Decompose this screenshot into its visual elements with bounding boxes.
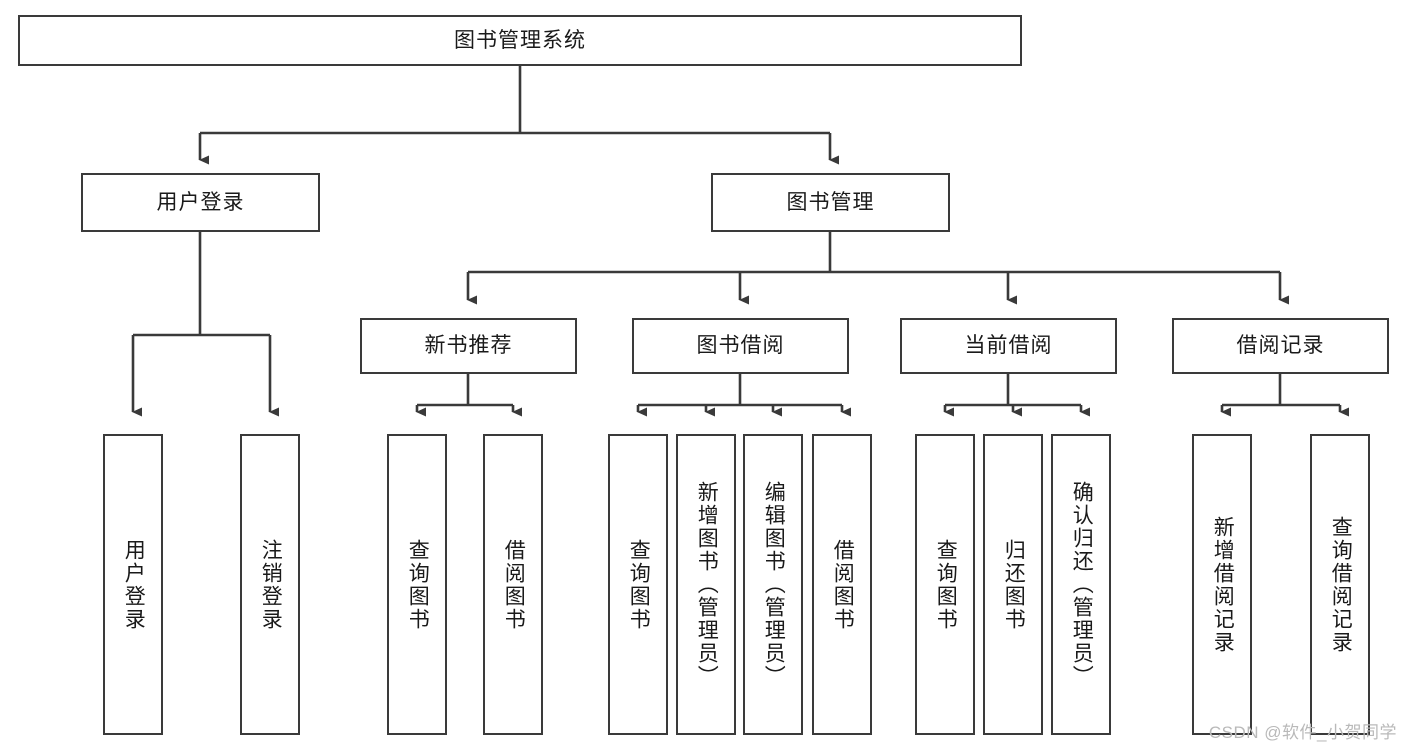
node-current-borrow[interactable]: 当前借阅 [900,318,1117,374]
node-label: 查询图书 [406,538,430,631]
leaf-borrow-book-recommend[interactable]: 借阅图书 [483,434,543,735]
leaf-query-borrow-record[interactable]: 查询借阅记录 [1310,434,1370,735]
node-book-management[interactable]: 图书管理 [711,173,950,232]
leaf-edit-book[interactable]: 编辑图书（管理员） [743,434,803,735]
node-label: 新书推荐 [424,334,513,358]
node-label: 当前借阅 [964,334,1053,358]
node-label: 查询图书 [627,538,651,631]
node-label: 借阅图书 [831,538,855,631]
watermark-text: CSDN @软件_小贺同学 [1208,723,1397,742]
node-label: 新增图书（管理员） [695,481,719,688]
node-label: 确认归还（管理员） [1070,481,1094,688]
leaf-add-borrow-record[interactable]: 新增借阅记录 [1192,434,1252,735]
node-label: 用户登录 [156,190,245,214]
leaf-user-login[interactable]: 用户登录 [103,434,163,735]
leaf-return-book[interactable]: 归还图书 [983,434,1043,735]
leaf-query-book-borrow[interactable]: 查询图书 [608,434,668,735]
leaf-add-book[interactable]: 新增图书（管理员） [676,434,736,735]
node-label: 编辑图书（管理员） [762,481,786,688]
node-label: 借阅记录 [1236,334,1325,358]
node-book-borrow[interactable]: 图书借阅 [632,318,849,374]
node-label: 图书管理 [786,190,875,214]
leaf-query-book-recommend[interactable]: 查询图书 [387,434,447,735]
node-label: 用户登录 [122,538,146,631]
leaf-query-book-current[interactable]: 查询图书 [915,434,975,735]
node-label: 图书管理系统 [454,28,586,52]
node-label: 注销登录 [259,538,283,631]
node-label: 查询图书 [934,538,958,631]
node-new-book-recommend[interactable]: 新书推荐 [360,318,577,374]
node-user-login[interactable]: 用户登录 [81,173,320,232]
node-root-system[interactable]: 图书管理系统 [18,15,1022,66]
leaf-confirm-return[interactable]: 确认归还（管理员） [1051,434,1111,735]
leaf-borrow-book[interactable]: 借阅图书 [812,434,872,735]
leaf-user-logout[interactable]: 注销登录 [240,434,300,735]
node-label: 借阅图书 [502,538,526,631]
node-label: 查询借阅记录 [1329,515,1353,654]
node-borrow-record[interactable]: 借阅记录 [1172,318,1389,374]
node-label: 新增借阅记录 [1211,515,1235,654]
node-label: 归还图书 [1002,538,1026,631]
node-label: 图书借阅 [696,334,785,358]
